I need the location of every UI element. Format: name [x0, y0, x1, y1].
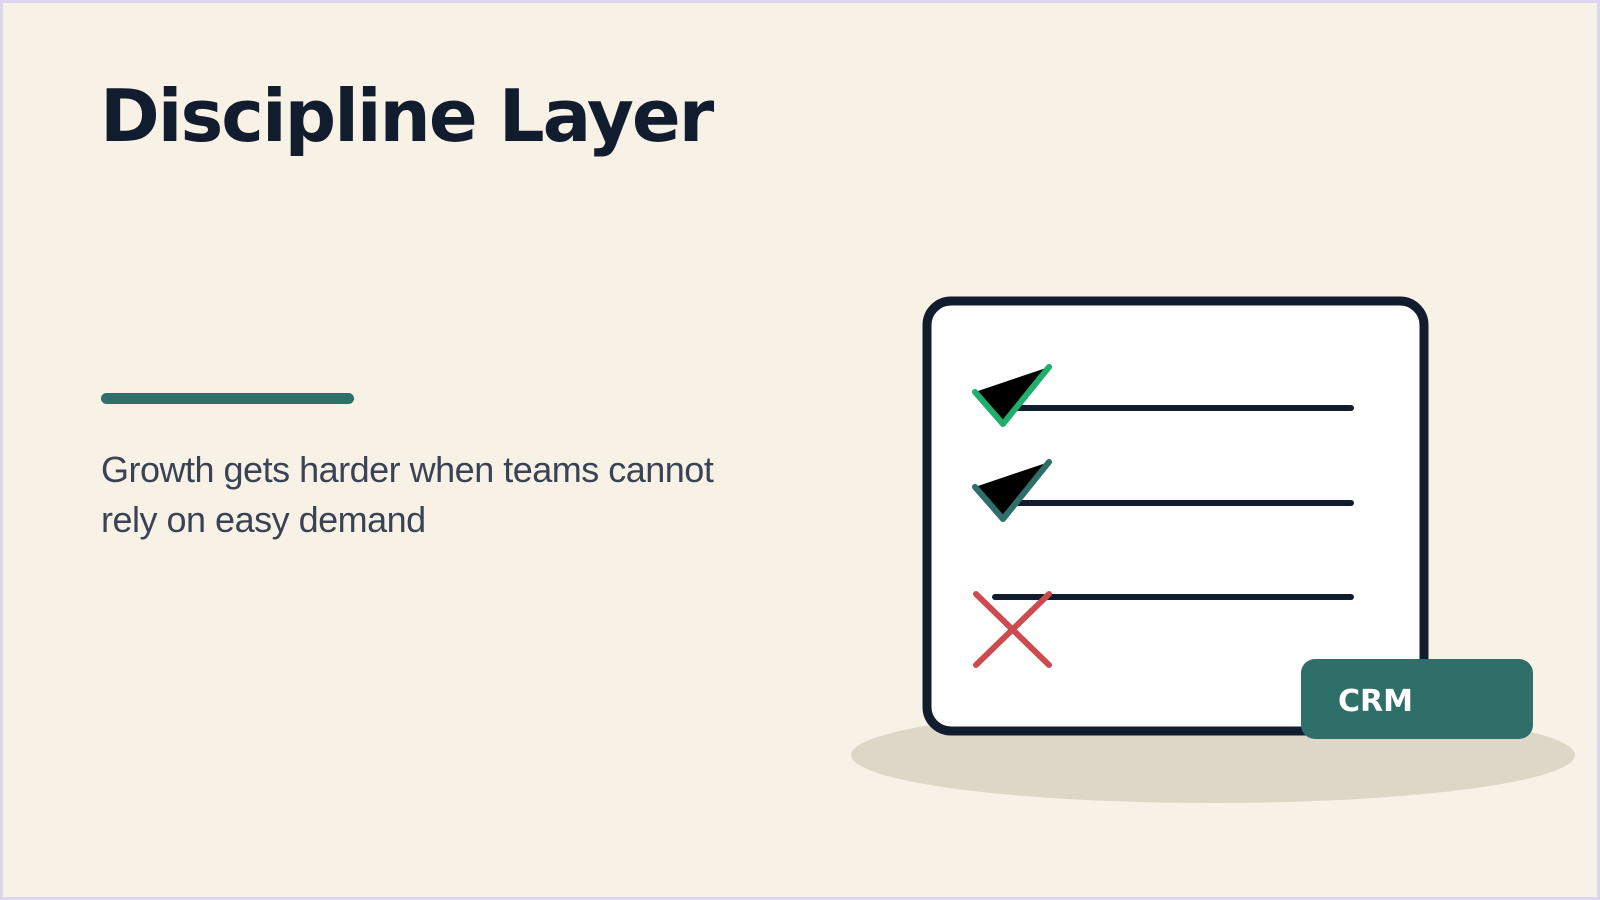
crm-badge-label: CRM: [1338, 684, 1413, 719]
check-icon: [972, 459, 1052, 522]
crm-badge: CRM: [1301, 659, 1533, 739]
slide: Discipline Layer Growth gets harder when…: [3, 3, 1597, 897]
check-icon: [972, 364, 1052, 427]
cross-icon: [973, 591, 1052, 668]
slide-subtitle: Growth gets harder when teams cannot rel…: [101, 449, 714, 540]
checklist-illustration: CRM: [851, 296, 1575, 803]
accent-divider: [101, 393, 354, 404]
slide-title: Discipline Layer: [100, 74, 714, 158]
